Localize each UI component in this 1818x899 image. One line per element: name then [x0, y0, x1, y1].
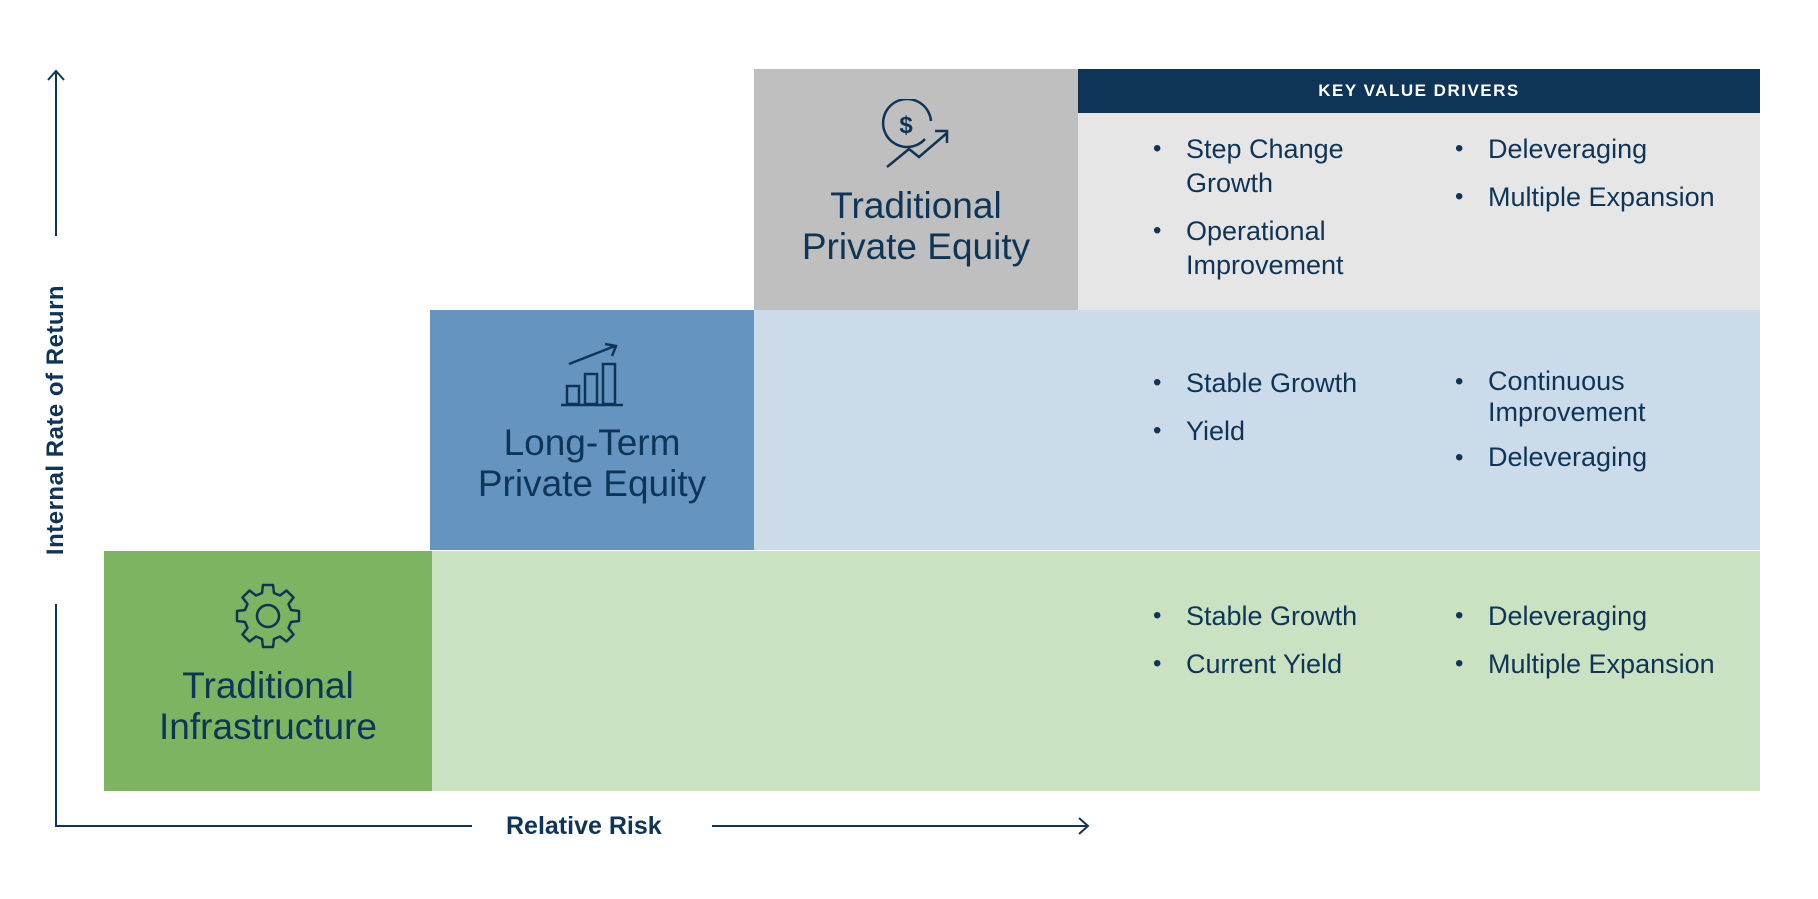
lt-drivers-left: Stable Growth Yield	[1153, 366, 1413, 462]
list-item: Deleveraging	[1455, 132, 1735, 166]
list-item: Current Yield	[1153, 647, 1413, 681]
gear-icon	[235, 583, 301, 649]
list-item: Stable Growth	[1153, 366, 1413, 400]
infra-tier-title: Traditional Infrastructure	[159, 665, 377, 747]
lt-tier-title: Long-Term Private Equity	[477, 422, 707, 504]
list-item: Operational Improvement	[1153, 214, 1413, 282]
x-axis-arrow-icon	[1078, 817, 1090, 835]
list-item: Multiple Expansion	[1455, 180, 1735, 214]
pe-drivers-left: Step Change Growth Operational Improveme…	[1153, 132, 1413, 296]
pe-tier-title: Traditional Private Equity	[801, 185, 1031, 267]
svg-text:$: $	[899, 112, 913, 139]
list-item: Multiple Expansion	[1455, 647, 1735, 681]
dollar-growth-icon: $	[881, 99, 949, 168]
x-axis-label: Relative Risk	[506, 812, 662, 840]
lt-drivers-right: Continuous Improvement Deleveraging	[1455, 366, 1735, 487]
pe-drivers-right: Deleveraging Multiple Expansion	[1455, 132, 1735, 228]
pe-tier-box: $ Traditional Private Equity	[754, 69, 1078, 310]
list-item: Step Change Growth	[1153, 132, 1413, 200]
list-item: Yield	[1153, 414, 1413, 448]
lt-tier-box: Long-Term Private Equity	[430, 310, 754, 550]
list-item: Stable Growth	[1153, 599, 1413, 633]
infra-tier-box: Traditional Infrastructure	[104, 551, 432, 791]
list-item: Continuous Improvement	[1455, 366, 1735, 428]
infra-drivers-right: Deleveraging Multiple Expansion	[1455, 599, 1735, 695]
y-axis-arrow-icon	[47, 69, 65, 81]
infra-drivers-left: Stable Growth Current Yield	[1153, 599, 1413, 695]
key-value-drivers-header: KEY VALUE DRIVERS	[1078, 69, 1760, 113]
list-item: Deleveraging	[1455, 599, 1735, 633]
bar-chart-growth-icon	[561, 342, 623, 407]
list-item: Deleveraging	[1455, 442, 1735, 473]
